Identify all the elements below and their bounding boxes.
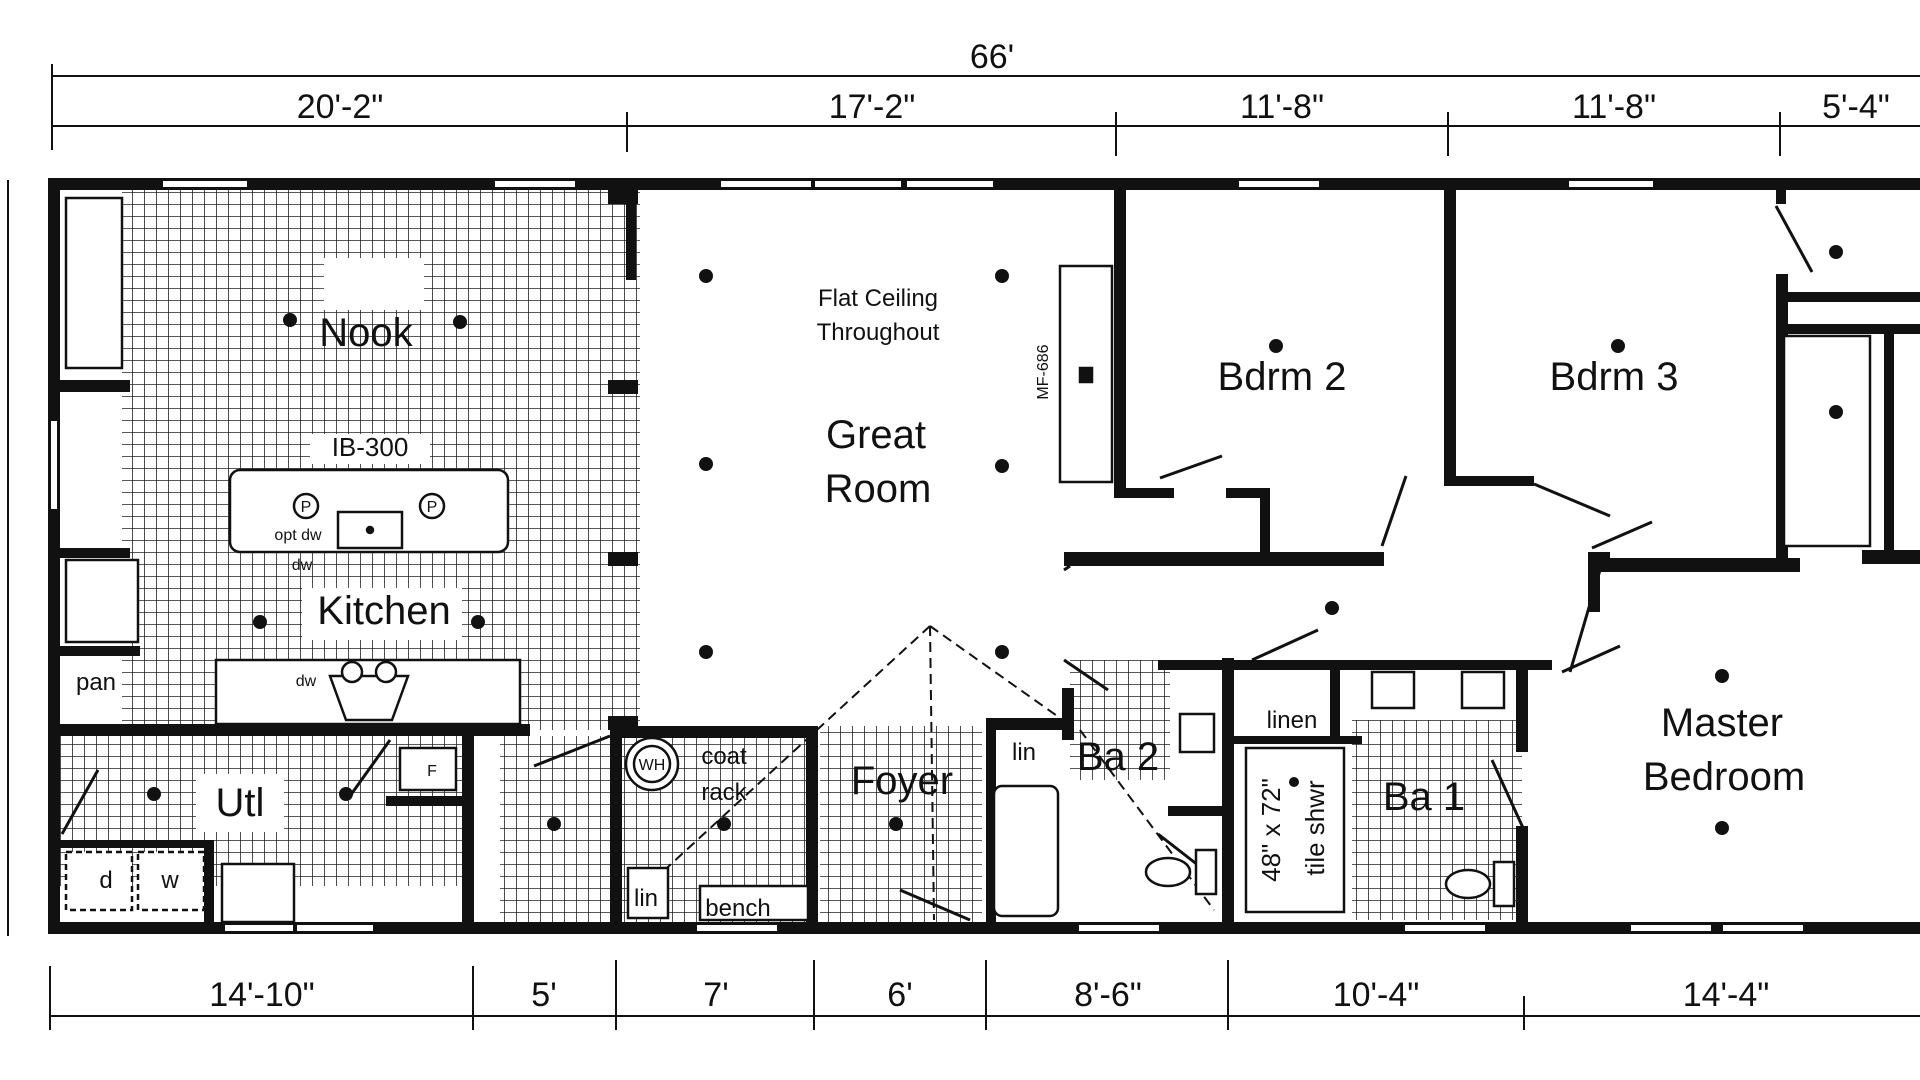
dim-bottom-6: 10'-4" (1333, 976, 1420, 1014)
label-washer: w (160, 867, 179, 894)
label-dryer: d (99, 867, 112, 894)
dim-bottom-7: 14'-4" (1683, 976, 1770, 1014)
dim-bottom-5: 8'-6" (1074, 976, 1142, 1014)
dim-top-4: 11'-8" (1572, 88, 1656, 126)
room-great-room-line-2: Room (825, 467, 932, 511)
room-kitchen: Kitchen (317, 589, 450, 633)
dim-top-5: 5'-4" (1822, 88, 1890, 126)
ceiling-note-line-2: Throughout (817, 319, 940, 346)
room-great-room-line-1: Great (826, 413, 926, 457)
light-fixtures (147, 245, 1843, 835)
label-lin-ba2: lin (1012, 739, 1036, 766)
dim-bottom-3: 7' (703, 976, 728, 1014)
fixtures (64, 264, 1872, 924)
ceiling-note-line-1: Flat Ceiling (818, 285, 938, 312)
label-shower-size: 48" x 72" (1256, 778, 1286, 882)
label-rack: rack (701, 779, 747, 806)
label-p-left: P (301, 499, 312, 516)
dim-bottom-4: 6' (887, 976, 912, 1014)
label-furnace: F (427, 763, 437, 780)
room-foyer: Foyer (851, 759, 953, 803)
room-ba-2: Ba 2 (1077, 735, 1159, 779)
windows (49, 179, 1805, 933)
dim-top-2: 17'-2" (829, 88, 916, 126)
label-dw-island: dw (292, 557, 313, 574)
room-utl: Utl (216, 781, 265, 825)
label-fireplace: MF-686 (1035, 344, 1052, 399)
room-master-line-1: Master (1661, 701, 1783, 745)
label-water-heater: WH (639, 757, 666, 774)
label-p-right: P (427, 499, 438, 516)
dim-bottom-2: 5' (531, 976, 556, 1014)
dim-top-3: 11'-8" (1240, 88, 1324, 126)
dim-bottom-1: 14'-10" (209, 976, 315, 1014)
doors (60, 205, 1814, 922)
room-ba-1: Ba 1 (1383, 775, 1465, 819)
label-linen: linen (1267, 707, 1318, 734)
room-nook: Nook (319, 311, 413, 355)
label-bench: bench (705, 895, 770, 922)
foyer-dashed-lines (631, 625, 1215, 921)
label-pantry: pan (76, 669, 116, 696)
label-opt-dw: opt dw (274, 527, 322, 544)
room-master-line-2: Bedroom (1643, 755, 1805, 799)
dim-overall: 66' (970, 38, 1014, 76)
dim-top-1: 20'-2" (297, 88, 384, 126)
label-tile-shower: tile shwr (1300, 780, 1330, 876)
label-island: IB-300 (332, 432, 409, 462)
label-coat: coat (701, 743, 747, 770)
label-lin-foyer: lin (634, 885, 658, 912)
room-bdrm-3: Bdrm 3 (1550, 355, 1679, 399)
dimension-lines (7, 64, 1920, 1030)
label-dw-counter: dw (296, 673, 317, 690)
room-bdrm-2: Bdrm 2 (1218, 355, 1347, 399)
